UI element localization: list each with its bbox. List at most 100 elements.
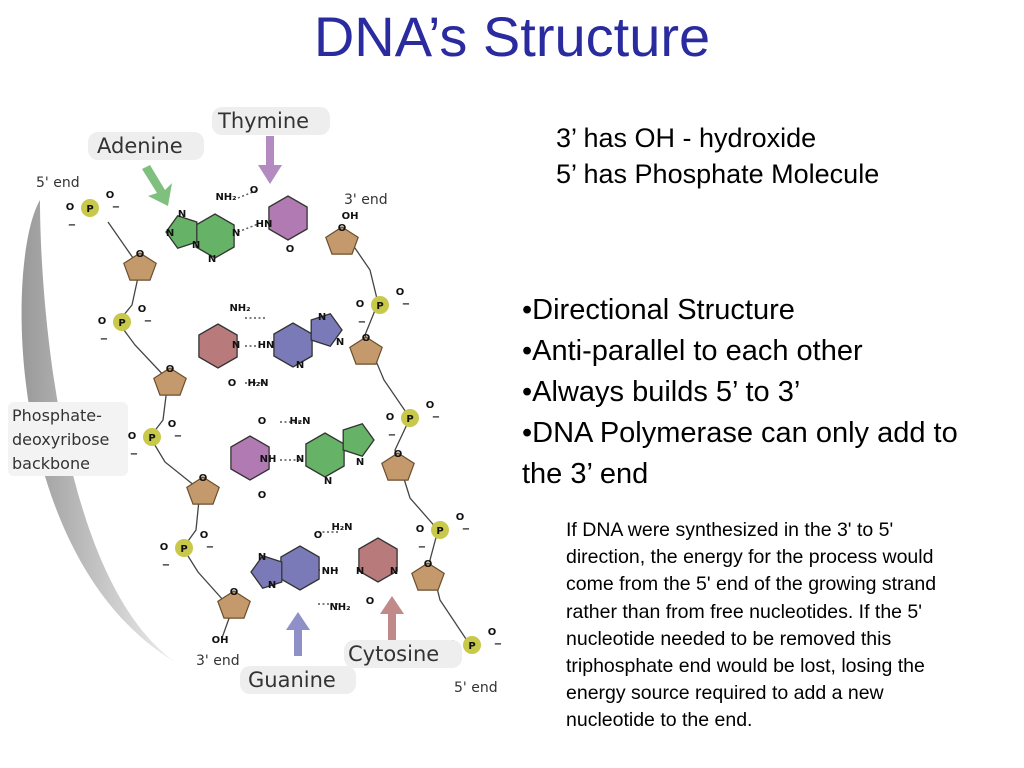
atom-label: −	[388, 430, 396, 441]
synthesis-explanation: If DNA were synthesized in the 3' to 5' …	[566, 519, 937, 732]
guanine-arrow	[286, 612, 310, 656]
thymine-label: Thymine	[217, 109, 309, 133]
atom-label: NH₂	[329, 602, 350, 613]
right-phosphate	[401, 409, 419, 427]
atom-label: N	[356, 566, 364, 577]
atom-label: O	[160, 542, 169, 553]
sugar-phosphate-strands	[81, 199, 481, 654]
atom-label: O	[136, 249, 145, 260]
atom-label: O	[168, 419, 177, 430]
thymine-arrow	[258, 136, 282, 184]
atom-label: NH₂	[229, 303, 250, 314]
atom-label: −	[130, 449, 138, 460]
hydrogen-bond	[237, 223, 259, 233]
atom-label: P	[148, 433, 155, 444]
atom-label: P	[376, 301, 383, 312]
atom-label: O	[362, 333, 371, 344]
atom-label: O	[394, 449, 403, 460]
bullet-item: •Directional Structure	[522, 294, 795, 326]
atom-label: −	[162, 560, 170, 571]
backbone-label-bg	[8, 402, 128, 476]
cytosine-arrow	[380, 596, 404, 640]
atom-label: N	[258, 552, 266, 563]
right-sugar	[411, 562, 445, 591]
atom-label: O	[488, 627, 497, 638]
left-sugar	[153, 367, 187, 396]
guanine-base-ring6	[273, 322, 313, 368]
atom-label: O	[338, 223, 347, 234]
atom-label: −	[100, 334, 108, 345]
atom-label: −	[418, 542, 426, 553]
atom-label: −	[402, 299, 410, 310]
nucleotide-bases	[165, 195, 398, 591]
atom-label: P	[118, 318, 125, 329]
atom-label: H₂N	[289, 416, 310, 427]
atom-label: NH	[322, 566, 339, 577]
adenine-label: Adenine	[97, 134, 183, 158]
atom-label: N	[296, 360, 304, 371]
atom-label: O	[286, 244, 295, 255]
atom-label: O	[314, 530, 323, 541]
atom-label: O	[366, 596, 375, 607]
five-prime-end-top: 5' end	[36, 175, 80, 191]
atom-label: O	[200, 530, 209, 541]
atom-label: −	[432, 412, 440, 423]
left-sugar	[217, 590, 251, 619]
right-sugar	[381, 452, 415, 481]
atom-label: O	[356, 299, 365, 310]
three-prime-end-bottom: 3' end	[196, 653, 240, 669]
bullet-item: •Anti-parallel to each other	[522, 335, 863, 367]
atom-label: O	[416, 524, 425, 535]
atom-label: HN	[256, 219, 273, 230]
dna-structure-diagram: OOOOOOOOPO−O−PO−O−PO−O−PO−O−PO−O−PO−O−PO…	[8, 107, 502, 695]
left-phosphate	[81, 199, 99, 217]
adenine-label-bg	[88, 132, 204, 160]
atom-label: NH₂	[215, 192, 236, 203]
guanine-label-bg	[240, 666, 356, 694]
atom-label: H₂N	[247, 378, 268, 389]
atom-label: HN	[258, 340, 275, 351]
backbone-label-line: Phosphate-	[12, 406, 102, 425]
note-5-prime: 5’ has Phosphate Molecule	[556, 159, 880, 189]
atom-label: N	[268, 580, 276, 591]
atom-label: O	[396, 287, 405, 298]
atom-label: P	[180, 544, 187, 555]
bullet-item: •DNA Polymerase can only add to the 3’ e…	[522, 417, 958, 490]
adenine-arrow	[142, 165, 172, 206]
atom-label: −	[68, 220, 76, 231]
atom-label: N	[232, 340, 240, 351]
right-phosphate	[463, 636, 481, 654]
atom-label: N	[232, 228, 240, 239]
atom-label: −	[174, 431, 182, 442]
cytosine-label-bg	[344, 640, 462, 668]
left-sugar	[186, 476, 220, 505]
atom-label: OH	[342, 211, 359, 222]
atom-label: −	[358, 317, 366, 328]
backbone-label-line: backbone	[12, 454, 90, 473]
atom-label: N	[336, 337, 344, 348]
atom-label: N	[208, 254, 216, 265]
atom-label: O	[199, 473, 208, 484]
thymine-label-bg	[212, 107, 330, 135]
right-phosphate	[431, 521, 449, 539]
left-phosphate	[113, 313, 131, 331]
guanine-base-ring5	[250, 555, 283, 589]
atom-label: O	[456, 512, 465, 523]
cytosine-base-ring6	[198, 323, 238, 369]
atom-label: −	[494, 639, 502, 650]
bullet-item: •Always builds 5’ to 3’	[522, 376, 801, 408]
hydrogen-bond	[237, 189, 259, 199]
backbone-label-line: deoxyribose	[12, 430, 109, 449]
adenine-base-ring6	[195, 213, 235, 259]
atom-label: H₂N	[331, 522, 352, 533]
right-sugar	[325, 226, 359, 255]
note-3-prime: 3’ has OH - hydroxide	[556, 123, 817, 153]
atom-label: N	[296, 454, 304, 465]
atom-label: P	[86, 204, 93, 215]
atom-label: O	[228, 378, 237, 389]
thymine-base-ring6	[268, 195, 308, 241]
atom-label: OH	[212, 635, 229, 646]
three-prime-end-top: 3' end	[344, 192, 388, 208]
right-phosphate	[371, 296, 389, 314]
atom-label: P	[468, 641, 475, 652]
